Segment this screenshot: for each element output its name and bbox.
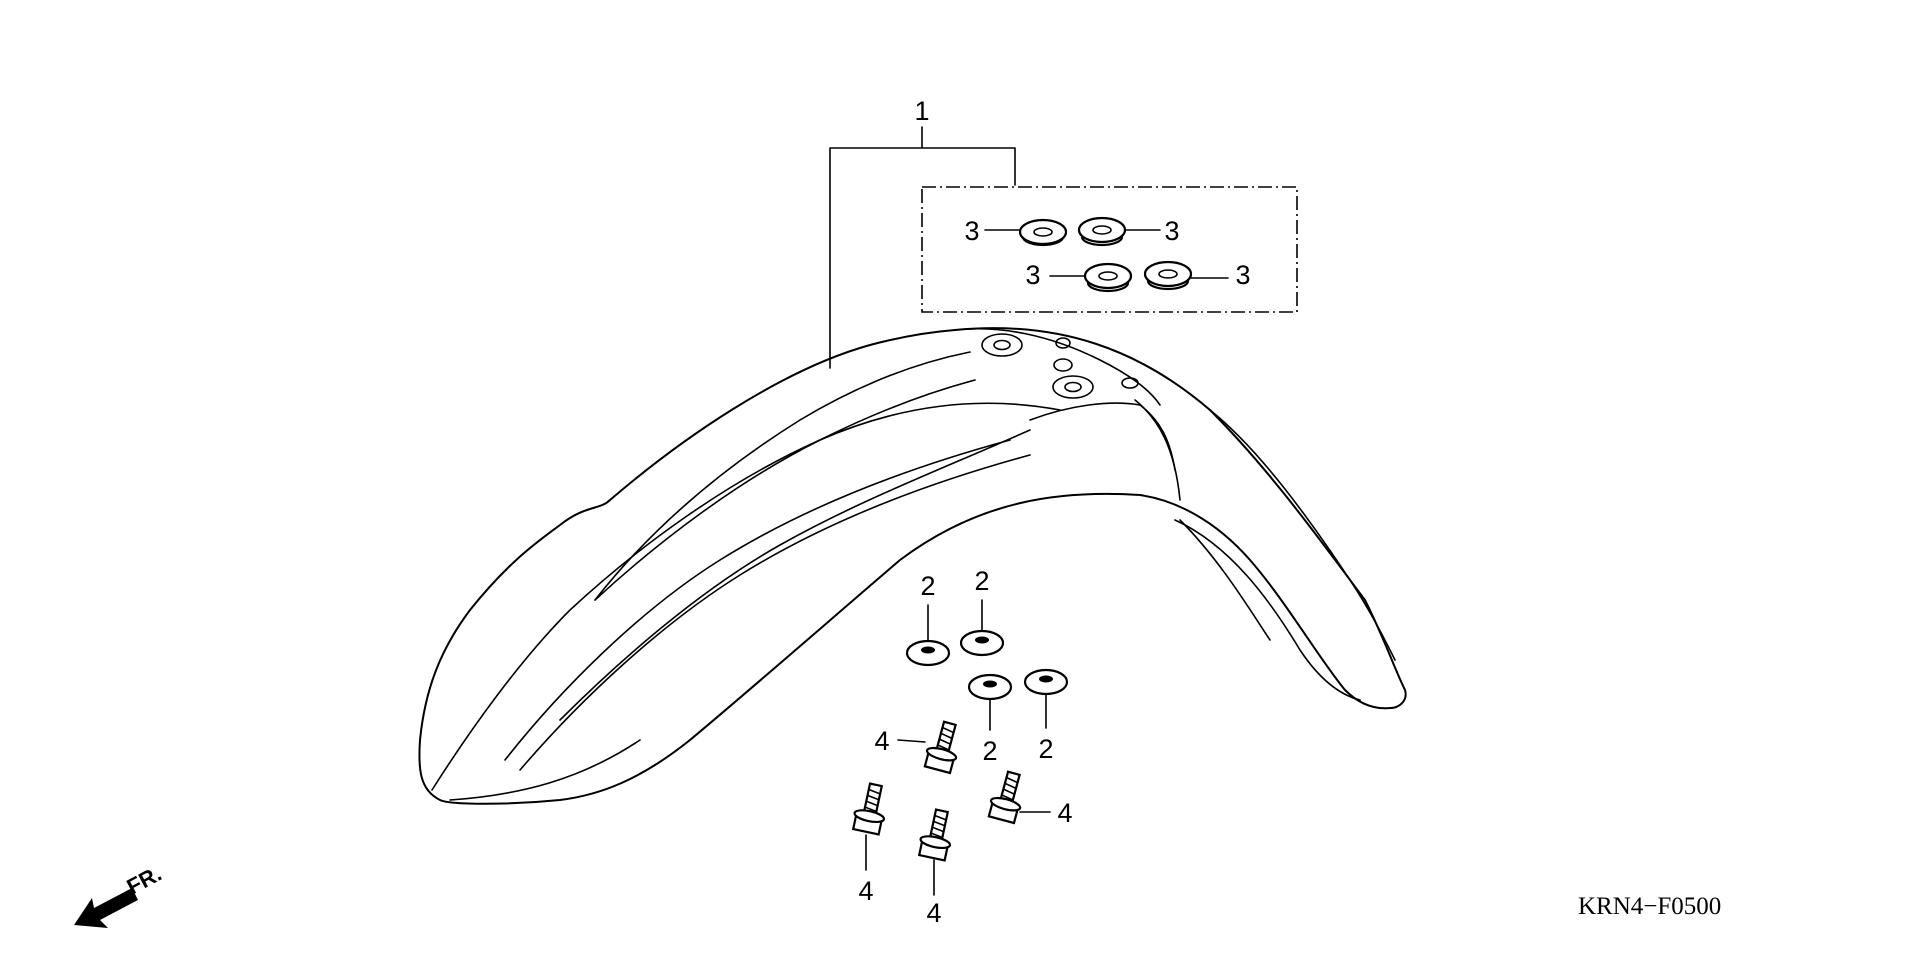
callout-3: 3 bbox=[1164, 216, 1179, 246]
callout-2: 2 bbox=[974, 566, 989, 596]
bolt bbox=[851, 782, 886, 836]
front-arrow-icon bbox=[74, 888, 138, 928]
front-fender bbox=[418, 327, 1407, 805]
callout-3: 3 bbox=[1025, 260, 1040, 290]
front-direction-indicator: FR. bbox=[74, 861, 166, 928]
callout-2: 2 bbox=[1038, 734, 1053, 764]
grommet bbox=[1083, 262, 1133, 293]
grommet bbox=[1143, 260, 1193, 291]
bolt bbox=[917, 808, 952, 862]
washer bbox=[1023, 668, 1069, 696]
bolt-group: 4 4 4 4 bbox=[851, 720, 1073, 928]
washer bbox=[959, 629, 1005, 657]
callout-4: 4 bbox=[926, 898, 941, 928]
bolt bbox=[987, 770, 1022, 825]
callout-1: 1 bbox=[914, 96, 929, 126]
washer bbox=[905, 639, 951, 667]
grommet bbox=[1018, 218, 1068, 247]
callout-2: 2 bbox=[920, 571, 935, 601]
diagram-code: KRN4−F0500 bbox=[1578, 893, 1721, 920]
washer-group: 2 2 2 2 bbox=[905, 566, 1069, 766]
callout-4: 4 bbox=[858, 876, 873, 906]
grommet bbox=[1077, 216, 1127, 247]
callout-4: 4 bbox=[874, 726, 889, 756]
grommet-group: 3 3 3 3 bbox=[964, 216, 1251, 293]
callout-3: 3 bbox=[1235, 260, 1250, 290]
callout-3: 3 bbox=[964, 216, 979, 246]
bolt bbox=[923, 720, 958, 775]
callout-4: 4 bbox=[1057, 798, 1072, 828]
washer bbox=[967, 673, 1013, 701]
fender-assy-callout: 1 bbox=[829, 96, 1298, 369]
callout-2: 2 bbox=[982, 736, 997, 766]
